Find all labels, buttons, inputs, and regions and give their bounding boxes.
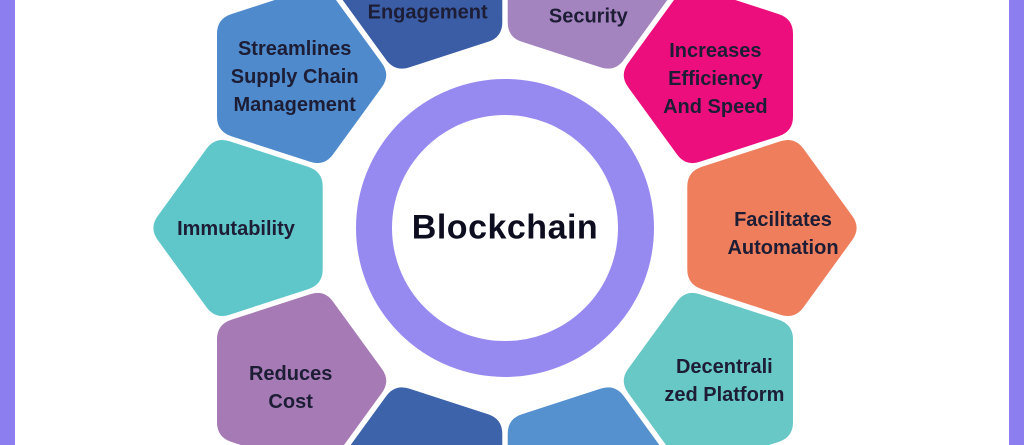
streamlines-supply-chain-management-label-line: Management — [234, 94, 357, 116]
security-label-line: Security — [549, 6, 629, 28]
benefit-bottom-left-pentagon — [350, 387, 503, 445]
decentralized-platform-label-line: zed Platform — [664, 384, 784, 406]
streamlines-supply-chain-management-label-line: Supply Chain — [231, 66, 359, 88]
increases-efficiency-and-speed-pentagon — [623, 0, 793, 164]
center-ring — [356, 79, 654, 377]
frame-bar-right — [1009, 0, 1024, 445]
immutability-pentagon — [153, 140, 323, 316]
frame-bar-left — [0, 0, 15, 445]
reduces-cost-label-line: Reduces — [249, 363, 332, 385]
security-pentagon — [507, 0, 668, 69]
increases-efficiency-and-speed-label-line: Efficiency — [668, 68, 763, 90]
decentralized-platform-label-line: Decentrali — [676, 356, 773, 378]
reduces-cost-label-line: Cost — [268, 391, 313, 413]
facilitates-automation-label-line: Automation — [727, 237, 838, 259]
engagement-pentagon — [342, 0, 503, 69]
increases-efficiency-and-speed-label-line: Increases — [669, 40, 761, 62]
facilitates-automation-pentagon — [687, 140, 857, 316]
streamlines-supply-chain-management-label-line: Streamlines — [238, 38, 351, 60]
decentralized-platform-pentagon — [623, 292, 793, 445]
center-label: Blockchain — [411, 208, 599, 247]
benefit-bottom-right-pentagon — [507, 387, 660, 445]
immutability-label-line: Immutability — [177, 218, 296, 240]
streamlines-supply-chain-management-pentagon — [217, 0, 387, 164]
increases-efficiency-and-speed-label-line: And Speed — [663, 96, 767, 118]
engagement-label-line: Engagement — [368, 2, 488, 24]
facilitates-automation-label-line: Facilitates — [734, 209, 832, 231]
reduces-cost-pentagon — [217, 292, 387, 445]
